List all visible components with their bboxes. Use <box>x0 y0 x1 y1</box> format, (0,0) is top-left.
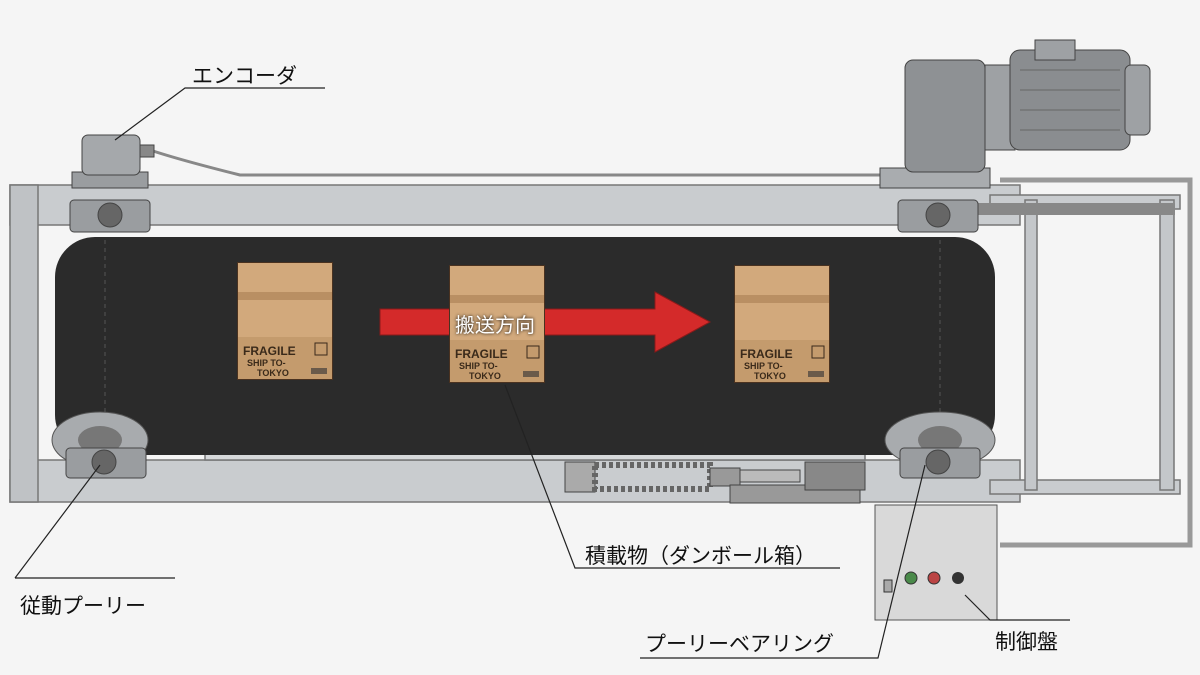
cargo-box: FRAGILE SHIP TO- TOKYO <box>449 265 545 383</box>
encoder <box>71 134 155 189</box>
box-label-city: TOKYO <box>469 371 501 381</box>
cargo-box: FRAGILE SHIP TO- TOKYO <box>734 265 830 383</box>
encoder-cable <box>149 148 880 177</box>
driven-pulley-label: 従動プーリー <box>20 594 146 618</box>
box-label-city: TOKYO <box>257 368 289 378</box>
barcode-icon <box>311 368 327 374</box>
load-label: 積載物（ダンボール箱） <box>585 544 816 568</box>
control-panel-label: 制御盤 <box>995 630 1058 654</box>
barcode-icon <box>808 371 824 377</box>
fragile-glass-icon <box>526 345 540 359</box>
box-label-fragile: FRAGILE <box>740 347 793 361</box>
barcode-icon <box>523 371 539 377</box>
pulley-bearing-label: プーリーベアリング <box>645 632 834 656</box>
pulley-bearings <box>65 199 981 479</box>
box-label-fragile: FRAGILE <box>243 344 296 358</box>
cargo-box: FRAGILE SHIP TO- TOKYO <box>237 262 333 380</box>
fragile-glass-icon <box>314 342 328 356</box>
direction-arrow <box>379 291 712 353</box>
fragile-glass-icon <box>811 345 825 359</box>
box-label-ship: SHIP TO- <box>247 358 286 368</box>
drive-shaft <box>975 203 1175 215</box>
box-label-ship: SHIP TO- <box>459 361 498 371</box>
control-panel-box <box>874 504 998 621</box>
leader-lines <box>14 87 1070 659</box>
belt-tensioner <box>564 461 866 504</box>
frame-pipe <box>1000 177 1193 548</box>
drive-motor <box>879 39 1151 189</box>
direction-label: 搬送方向 <box>455 313 535 337</box>
box-label-city: TOKYO <box>754 371 786 381</box>
encoder-label: エンコーダ <box>192 64 297 88</box>
box-label-fragile: FRAGILE <box>455 347 508 361</box>
box-label-ship: SHIP TO- <box>744 361 783 371</box>
